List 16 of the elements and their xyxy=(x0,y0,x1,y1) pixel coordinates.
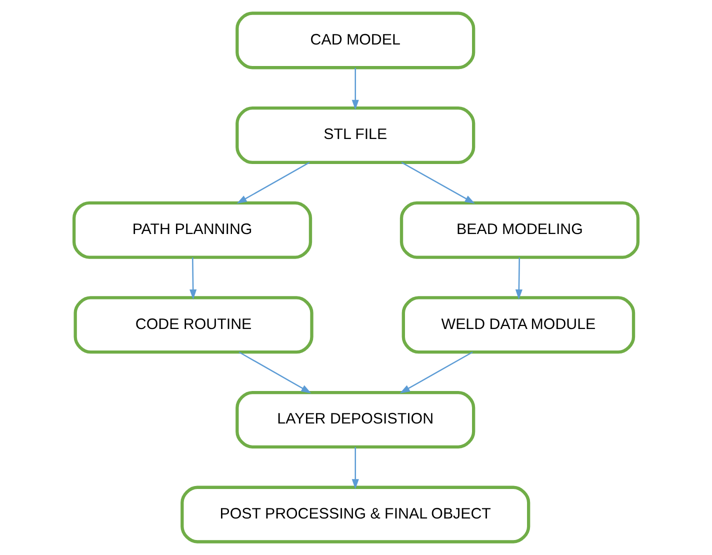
arrow xyxy=(190,258,197,300)
arrow xyxy=(238,352,312,394)
node-box: WELD DATA MODULE xyxy=(402,296,636,354)
arrow xyxy=(352,447,359,490)
node-box: CAD MODEL xyxy=(236,12,476,70)
node-box: LAYER DEPOSISTION xyxy=(236,390,476,448)
node-box: STL FILE xyxy=(236,106,476,164)
arrow xyxy=(515,258,522,300)
arrow xyxy=(400,352,473,394)
node-box: PATH PLANNING xyxy=(72,201,312,259)
arrow xyxy=(352,68,359,110)
arrow xyxy=(236,162,310,204)
node-box: CODE ROUTINE xyxy=(74,296,314,354)
arrow xyxy=(401,162,475,204)
node-box: POST PROCESSING & FINAL OBJECT xyxy=(180,486,530,544)
node-box: BEAD MODELING xyxy=(400,201,640,259)
